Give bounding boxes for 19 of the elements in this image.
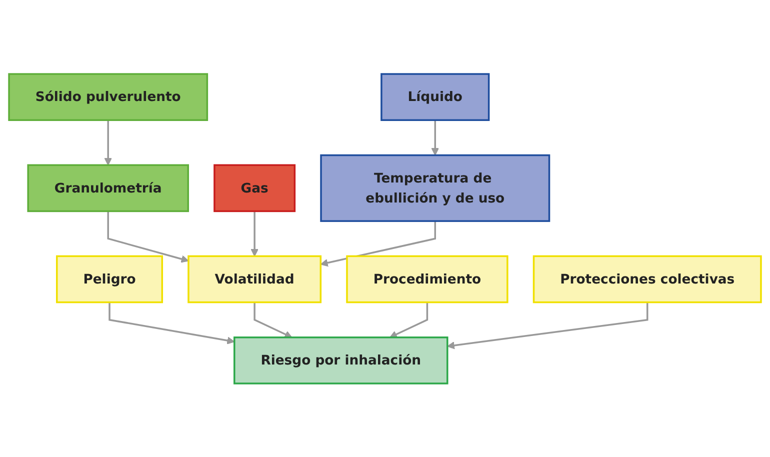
node-box: Procedimiento bbox=[346, 255, 508, 303]
arrow bbox=[254, 302, 292, 338]
node-box: Volatilidad bbox=[188, 255, 322, 303]
node-box: Granulometría bbox=[27, 164, 189, 212]
arrow bbox=[104, 120, 112, 166]
arrow bbox=[431, 120, 439, 156]
arrow bbox=[250, 210, 258, 256]
arrow bbox=[107, 210, 189, 263]
arrow bbox=[320, 220, 436, 266]
arrow bbox=[390, 302, 428, 338]
arrow bbox=[447, 302, 648, 349]
node-box: Líquido bbox=[380, 72, 490, 121]
node-box: Gas bbox=[214, 164, 296, 212]
node-box: Riesgo por inhalación bbox=[234, 336, 448, 384]
node-box: Sólido pulverulento bbox=[8, 72, 208, 121]
node-box: Protecciones colectivas bbox=[532, 255, 762, 303]
node-box: Peligro bbox=[56, 255, 164, 303]
node-box: Temperatura de ebullición y de uso bbox=[320, 154, 550, 222]
arrow bbox=[108, 302, 235, 344]
